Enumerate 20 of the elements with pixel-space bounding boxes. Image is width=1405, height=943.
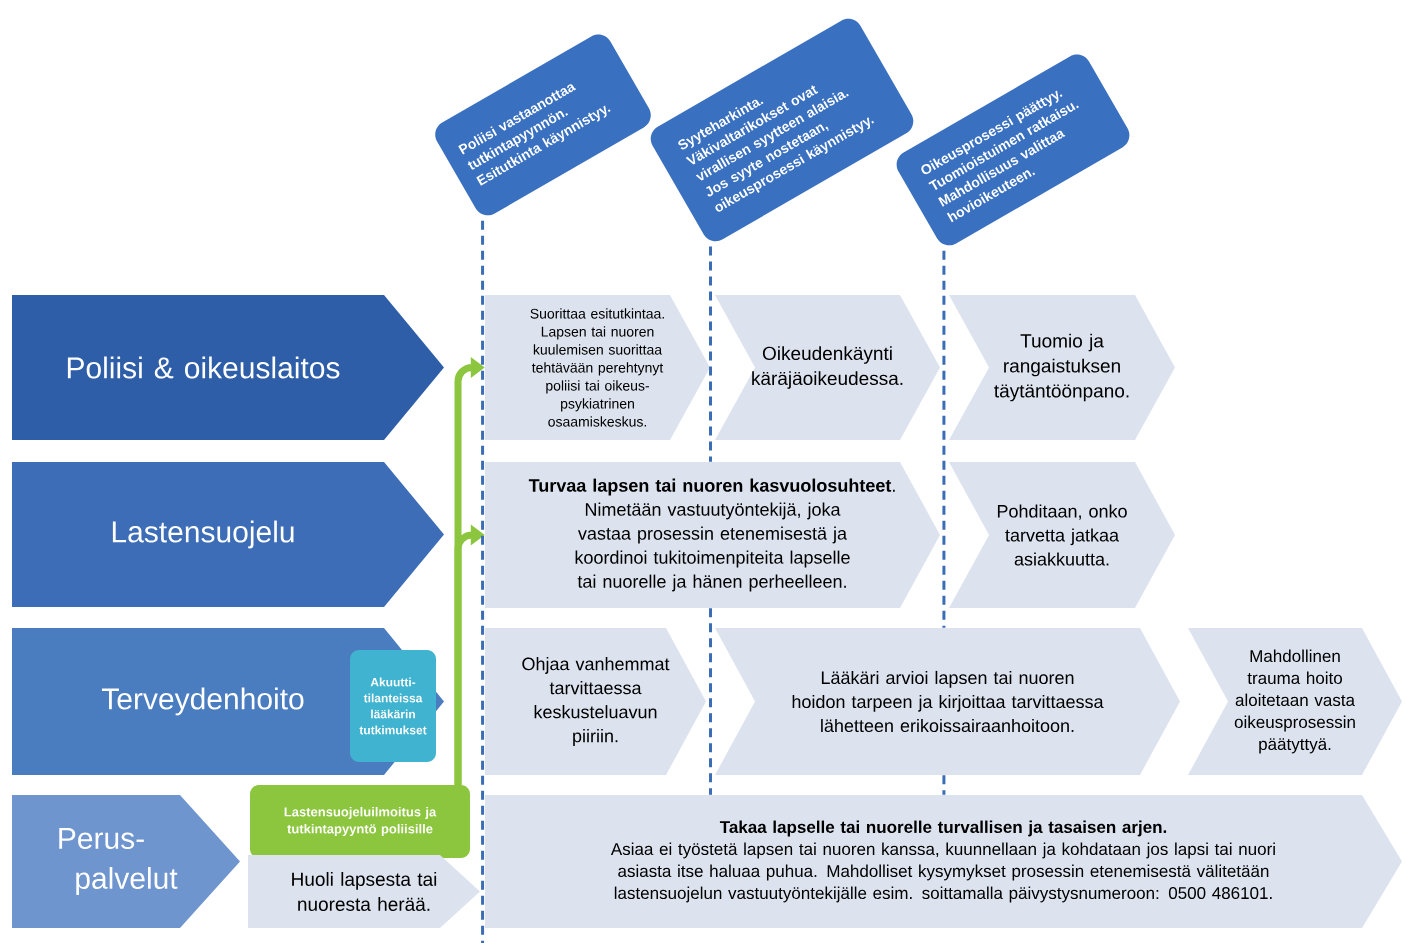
note-box: Akuutti-tilanteissa lääkärin tutkimukset — [350, 650, 436, 762]
note-box: Lastensuojeluilmoitus ja tutkintapyyntö poliisille — [250, 785, 470, 858]
process-step: Ohjaa vanhemmat tarvittaessa keskusteluavun piiriin. — [485, 628, 706, 775]
timeline-line — [481, 220, 485, 943]
timeline-line — [942, 250, 946, 628]
process-step: Takaa lapselle tai nuorelle turvallisen ja tasaisen arjen. Asiaa ei työstetä lapsen tai nuoren kanssa, kuunnellaan ja kohdataan jos lapsi tai nuori asiasta itse haluaa puhua. Mahdolliset kysymykset prosessin etenemisestä välitetään lastensuojelun vastuutyöntekijälle esim. soittamalla päivystysnumeroon: 0500 486101. — [485, 795, 1402, 928]
process-step: Huoli lapsesta tai nuoresta herää. — [248, 855, 480, 928]
process-step: Tuomio ja rangaistuksen täytäntöönpano. — [949, 295, 1175, 440]
process-step: Oikeudenkäynti käräjäoikeudessa. — [715, 295, 940, 440]
process-step: Pohditaan, onko tarvetta jatkaa asiakkuutta. — [949, 462, 1175, 608]
row-header: Lastensuojelu — [12, 462, 444, 607]
process-step: Lääkäri arvioi lapsen tai nuoren hoidon tarpeen ja kirjoittaa tarvittaessa lähetteen erikoissairaanhoitoon. — [715, 628, 1180, 775]
process-step: Suorittaa esitutkintaa. Lapsen tai nuoren kuulemisen suorittaa tehtävään perehtynyt poliisi tai oikeus-psykiatrinen osaamiskeskus. — [485, 295, 710, 440]
process-step: Turvaa lapsen tai nuoren kasvuolosuhteet. Nimetään vastuutyöntekijä, joka vastaa prosessin etenemisestä ja koordinoi tukitoimenpiteita lapselle tai nuorelle ja hänen perheelleen. — [485, 462, 940, 608]
row-header: Poliisi & oikeuslaitos — [12, 295, 444, 440]
process-step: Mahdollinen trauma hoito aloitetaan vasta oikeusprosessin päätyttyä. — [1188, 628, 1402, 775]
timeline-line — [709, 608, 712, 795]
timeline-line — [942, 775, 946, 795]
row-header: Perus-palvelut — [12, 795, 240, 928]
timeline-line — [709, 246, 712, 462]
